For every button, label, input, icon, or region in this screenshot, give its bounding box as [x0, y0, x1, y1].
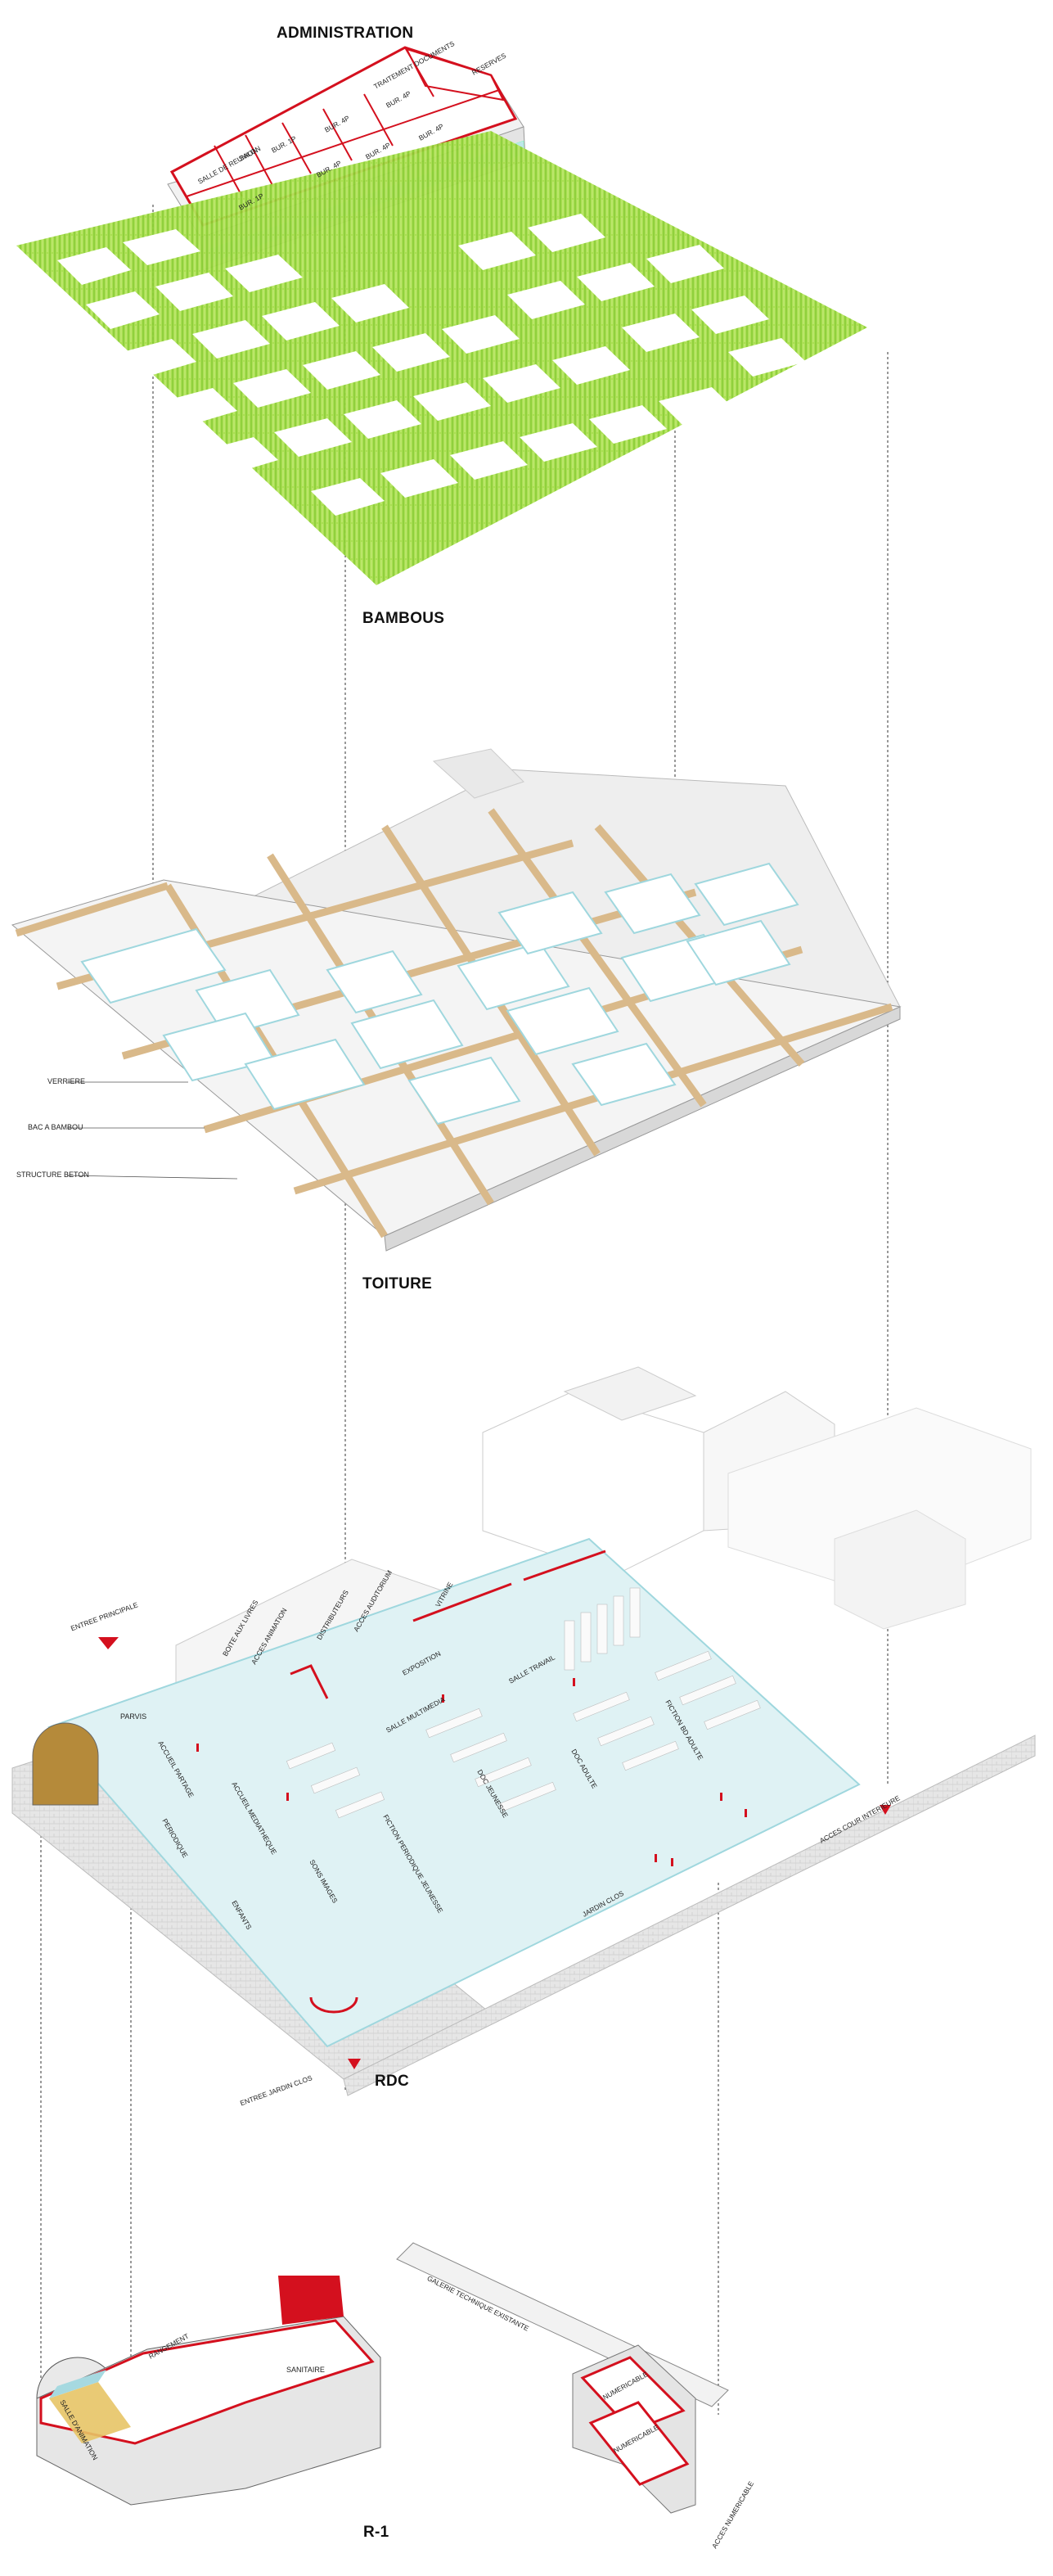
roof-legend-structure-beton: STRUCTURE BETON	[16, 1171, 89, 1179]
roof-skylights	[80, 862, 799, 1126]
title-administration: ADMINISTRATION	[277, 25, 414, 42]
title-r1: R-1	[363, 2524, 389, 2541]
title-toiture: TOITURE	[362, 1275, 433, 1293]
r1-room-label: SANITAIRE	[286, 2366, 325, 2374]
rdc-red-accents	[290, 1550, 606, 2014]
rdc-space-label: PARVIS	[120, 1712, 147, 1721]
roof-legend-bac-bambou: BAC A BAMBOU	[28, 1123, 83, 1131]
title-rdc: RDC	[375, 2073, 410, 2090]
basement-layer	[36, 2242, 729, 2514]
bamboo-openings	[57, 214, 806, 516]
bamboo-grid-layer	[16, 131, 867, 585]
roof-legend-verriere: VERRIERE	[47, 1077, 86, 1085]
ground-floor-layer	[11, 1366, 1036, 2096]
title-bambous: BAMBOUS	[362, 610, 445, 627]
roof-layer	[11, 748, 902, 1252]
